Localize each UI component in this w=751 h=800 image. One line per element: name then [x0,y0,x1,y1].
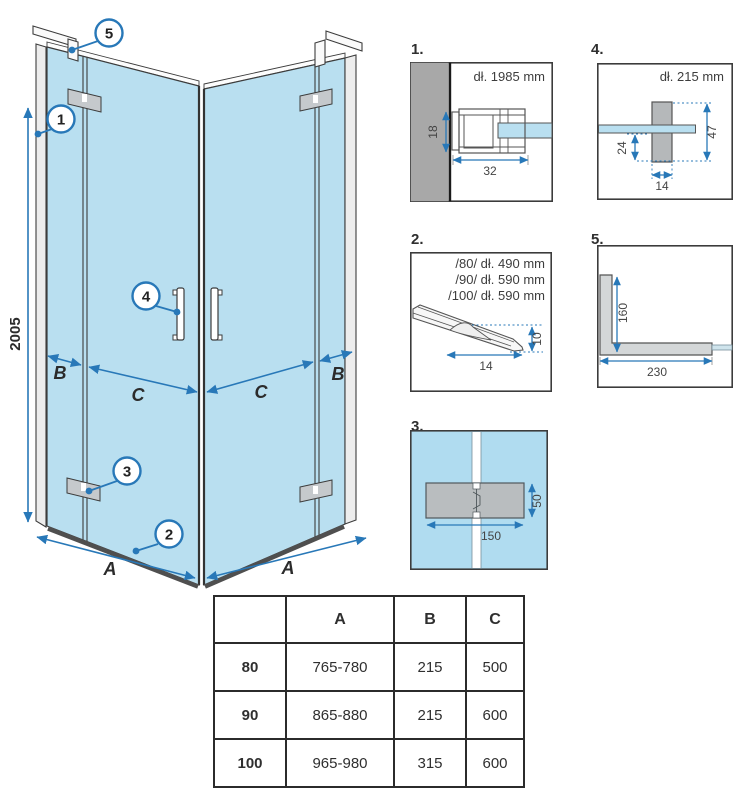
dim-14: 14 [655,179,669,193]
dim-b-right-line [319,350,353,363]
dim-a-left-label: A [103,559,117,579]
callouts: 5 1 4 3 2 [34,18,184,555]
callout-1: 1 [34,104,76,138]
l-bracket [599,274,713,356]
callout-1-number: 1 [57,112,65,129]
dim-150: 150 [481,529,501,543]
dim-c-right-line [206,360,314,394]
detail-panel-3-glass-hinge: 150 50 [410,430,548,570]
right-wall-profile [344,54,357,525]
size-80-b: 215 [393,642,467,692]
callout-5: 5 [68,18,124,54]
callout-2-number: 2 [165,527,173,544]
panel-4-length: dł. 215 mm [660,69,724,84]
dim-b-right-label: B [332,364,345,384]
callout-4-number: 4 [142,289,151,306]
seal-length-100: /100/ dł. 590 mm [448,288,545,303]
panel-4-number: 4. [591,41,604,58]
panel-2-number: 2. [411,231,424,248]
dim-18: 18 [426,125,440,139]
glass-walls [46,41,346,586]
dim-230: 230 [647,365,667,379]
size-100-a: 965-980 [285,738,395,788]
right-glass-face [203,57,346,586]
door-handles [172,287,223,341]
dim-c-left-label: C [132,385,146,405]
size-80-a: 765-780 [285,642,395,692]
dim-47: 47 [705,125,719,139]
top-brackets [32,25,363,68]
table-row: 80 765-780 215 500 [213,642,525,692]
seal-profile-drawing [412,304,524,352]
callout-3: 3 [85,456,142,495]
dim-b-left-label: B [54,363,67,383]
detail-panel-4-glass-connector: dł. 215 mm 47 24 14 [597,63,733,200]
dim-a-right-label: A [281,558,295,578]
detail-panel-5-corner-bracket: 160 230 [597,245,733,388]
size-90-c: 600 [465,690,525,740]
right-door-handle [210,287,223,341]
table-row: 90 865-880 215 600 [213,690,525,740]
panel-1-number: 1. [411,41,424,58]
header-a: A [285,595,395,644]
callout-5-number: 5 [105,26,113,43]
dim-10: 10 [530,332,544,346]
table-row: 100 965-980 315 600 [213,738,525,788]
header-c: C [465,595,525,644]
seal-length-90: /90/ dł. 590 mm [455,272,545,287]
wall-profiles [35,43,357,528]
wall-profile-section [451,108,553,154]
size-100: 100 [213,738,287,788]
callout-2: 2 [132,519,184,555]
dim-c-right-label: C [255,382,269,402]
right-top-bracket [325,30,363,52]
seal-lip [449,322,492,341]
size-100-b: 315 [393,738,467,788]
hinge-drawing [425,482,525,519]
dim-50: 50 [530,494,544,508]
hinges [66,88,333,503]
panel-1-dimensions: 18 32 [426,111,529,178]
panel-2-dimensions: 10 14 [446,324,544,373]
left-wall-profile [35,43,47,528]
panel-1-length: dł. 1985 mm [473,69,545,84]
dim-b-left-line [47,354,82,367]
dim-32: 32 [483,164,497,178]
detail-panel-2-seal: /80/ dł. 490 mm /90/ dł. 590 mm /100/ dł… [410,252,552,392]
table-header-row: A B C [213,595,525,644]
seal-length-80: /80/ dł. 490 mm [455,256,545,271]
glass-cross-section [598,124,696,134]
enclosure-isometric-drawing: 2005 B C C B A A 5 1 4 [7,18,367,589]
dim-c-left-line [88,364,198,395]
dimensions [23,107,367,581]
size-80-c: 500 [465,642,525,692]
size-table: A B C 80 765-780 215 500 90 865-880 215 … [213,595,525,788]
size-80: 80 [213,642,287,692]
size-100-c: 600 [465,738,525,788]
size-90-b: 215 [393,690,467,740]
panel-3-dimensions: 150 50 [426,483,544,543]
detail-panel-1-wall-profile: dł. 1985 mm 18 32 [410,62,553,202]
dim-24: 24 [615,141,629,155]
glass-edge [711,344,733,351]
panel-5-dimensions: 160 230 [599,276,713,379]
header-blank [213,595,287,644]
dim-14: 14 [479,359,493,373]
header-b: B [393,595,467,644]
dim-a-right-line [206,535,367,581]
size-90: 90 [213,690,287,740]
callout-4: 4 [131,281,181,316]
dim-a-left-line [36,534,196,581]
dimension-labels: 2005 B C C B A A [7,317,345,579]
size-90-a: 865-880 [285,690,395,740]
panel-5-number: 5. [591,231,604,248]
panel-4-dimensions: 47 24 14 [615,102,719,193]
height-label: 2005 [7,317,24,350]
callout-3-number: 3 [123,464,131,481]
dim-160: 160 [616,303,630,323]
